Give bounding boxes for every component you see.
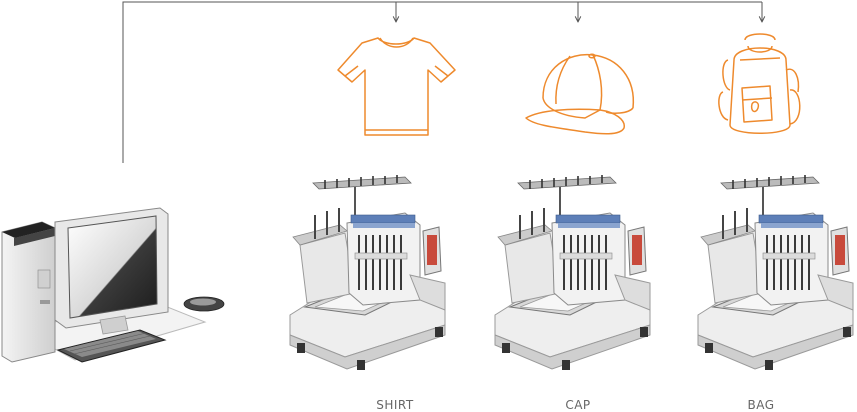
connection-lines (122, 1, 762, 163)
embroidery-machine-cap (494, 175, 651, 370)
shirt-icon (337, 37, 456, 136)
computer-icon (1, 207, 225, 363)
cap-icon (525, 53, 635, 135)
embroidery-machine-bag (697, 175, 854, 370)
caption-cap: CAP (565, 398, 591, 412)
caption-bag: BAG (747, 398, 775, 412)
caption-shirt: SHIRT (376, 398, 414, 412)
backpack-icon (718, 33, 801, 134)
connector-trunk (122, 1, 762, 163)
embroidery-machine-shirt (289, 175, 446, 370)
